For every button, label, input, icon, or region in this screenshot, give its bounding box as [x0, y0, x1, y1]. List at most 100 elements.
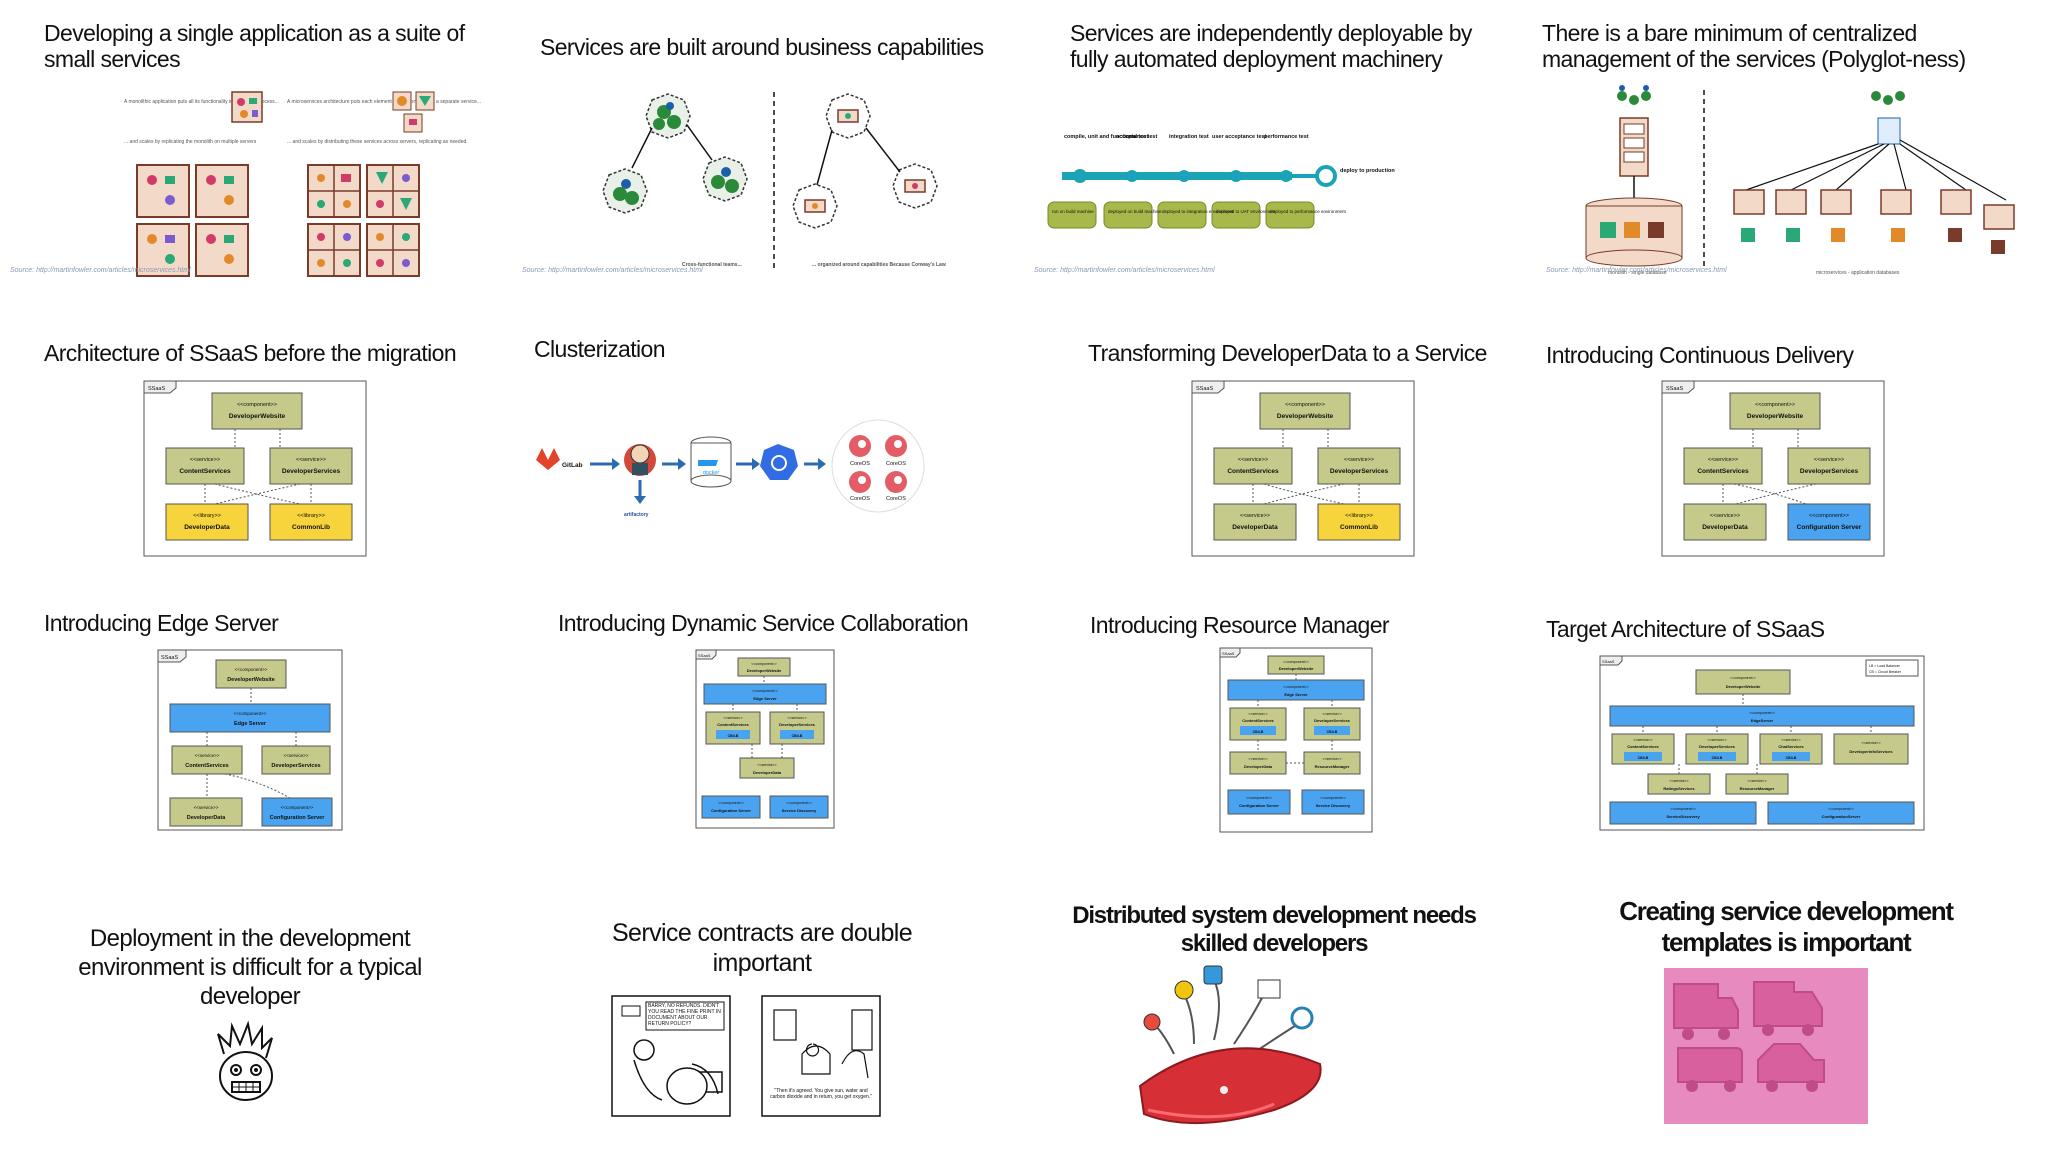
svg-text:<<component>>: <<component>>: [1749, 711, 1775, 715]
slide-title: Architecture of SSaaS before the migrati…: [44, 340, 457, 366]
devdata-service-diagram: SSaaS <<component>> DeveloperWebsite <<s…: [1191, 380, 1415, 557]
svg-text:CB/LB: CB/LB: [1638, 756, 1649, 760]
svg-text:<<library>>: <<library>>: [193, 513, 221, 519]
svg-text:DeveloperServices: DeveloperServices: [1699, 744, 1736, 749]
svg-text:SSaaS: SSaaS: [1196, 386, 1213, 392]
svg-text:RatingsServices: RatingsServices: [1663, 786, 1695, 791]
slide-title: Services are built around business capab…: [540, 34, 984, 60]
svg-text:ResourceManager: ResourceManager: [1315, 764, 1350, 769]
svg-text:<<service>>: <<service>>: [757, 763, 776, 767]
svg-text:ContentServices: ContentServices: [179, 468, 231, 475]
svg-text:SSaaS: SSaaS: [161, 655, 178, 661]
svg-text:CB/LB: CB/LB: [1327, 730, 1338, 734]
slide-source: Source: http://martinfowler.com/articles…: [1034, 267, 1215, 274]
svg-text:<<service>>: <<service>>: [1708, 457, 1738, 463]
deploy-production-label: deploy to production: [1340, 168, 1395, 174]
target-architecture-diagram: SSaaS LB = Load Balancer CB = Circuit Br…: [1599, 655, 1925, 831]
svg-text:<<service>>: <<service>>: [1814, 457, 1844, 463]
dynamic-collab-diagram: SSaaS <<component>> DeveloperWebsite <<c…: [695, 649, 835, 829]
slide-title: There is a bare minimum of centralized m…: [1542, 20, 1966, 72]
svg-text:<<component>>: <<component>>: [1809, 513, 1849, 519]
slide-title: Services are independently deployable by…: [1070, 20, 1472, 72]
slide-title: Introducing Dynamic Service Collaboratio…: [558, 610, 969, 636]
coreos-icon: [849, 435, 907, 493]
edge-server-diagram: SSaaS <<component>> DeveloperWebsite <<c…: [157, 649, 343, 831]
slide-continuous-delivery: Introducing Continuous Delivery SSaaS <<…: [1536, 288, 2048, 576]
svg-text:<<component>>: <<component>>: [234, 711, 267, 716]
slide-service-templates: Creating service development templates i…: [1536, 864, 2048, 1152]
slide-edge-server: Introducing Edge Server SSaaS <<componen…: [0, 576, 512, 864]
slide-devdata-service: Transforming DeveloperData to a Service …: [1024, 288, 1536, 576]
svg-text:<<component>>: <<component>>: [235, 667, 268, 672]
svg-text:<<component>>: <<component>>: [718, 801, 744, 805]
svg-text:<<service>>: <<service>>: [284, 753, 309, 758]
slide-dynamic-collaboration: Introducing Dynamic Service Collaboratio…: [512, 576, 1024, 864]
svg-text:<<component>>: <<component>>: [751, 662, 777, 666]
teams-capabilities-diagram: Cross-functional teams... ... organized …: [602, 92, 946, 270]
svg-text:CB = Circuit Breaker: CB = Circuit Breaker: [1869, 670, 1902, 674]
svg-text:<<component>>: <<component>>: [1828, 807, 1854, 811]
env-box-1: run on build machine: [1052, 209, 1094, 214]
contract-comics: BARRY, NO REFUNDS. DIDN'T YOU READ THE F…: [611, 995, 881, 1117]
svg-text:<<service>>: <<service>>: [1710, 513, 1740, 519]
slide-title: Target Architecture of SSaaS: [1546, 616, 1825, 642]
env-box-5: deployed to performance environment: [1270, 209, 1347, 214]
monolith-vs-microservices-diagram: A monolithic application puts all its fu…: [124, 91, 481, 277]
svg-text:DeveloperServices: DeveloperServices: [1800, 468, 1859, 475]
caption-left: Cross-functional teams...: [682, 262, 742, 268]
svg-text:CommonLib: CommonLib: [292, 524, 330, 531]
stage-label-3: integration test: [1169, 134, 1209, 140]
svg-text:ContentServices: ContentServices: [185, 763, 228, 769]
slide-title: Transforming DeveloperData to a Service: [1088, 340, 1487, 366]
svg-text:<<library>>: <<library>>: [297, 513, 325, 519]
svg-text:SSaaS: SSaaS: [1222, 651, 1235, 656]
svg-text:<<service>>: <<service>>: [1240, 513, 1270, 519]
svg-text:DeveloperServices: DeveloperServices: [282, 468, 341, 475]
svg-text:<<service>>: <<service>>: [1781, 738, 1800, 742]
svg-text:CoreOS: CoreOS: [886, 496, 906, 502]
slide-title: Introducing Resource Manager: [1090, 612, 1390, 638]
svg-text:<<component>>: <<component>>: [1283, 685, 1309, 689]
svg-text:SSaaS: SSaaS: [1666, 386, 1683, 392]
micro-caption: A microservices architecture puts each e…: [287, 99, 481, 105]
gitlab-icon: [536, 448, 560, 470]
svg-text:LB = Load Balancer: LB = Load Balancer: [1869, 664, 1901, 668]
svg-text:Edge Server: Edge Server: [753, 696, 777, 701]
slide-title: Creating service development templates i…: [1619, 896, 1954, 957]
svg-text:Configuration Server: Configuration Server: [1797, 524, 1862, 531]
svg-text:SSaaS: SSaaS: [1602, 659, 1615, 664]
svg-text:ContentServices: ContentServices: [1242, 718, 1274, 723]
stage-label-4: user acceptance test: [1212, 134, 1267, 140]
slide-business-capabilities: Services are built around business capab…: [512, 0, 1024, 288]
svg-text:<<library>>: <<library>>: [1345, 513, 1373, 519]
slide-title: Service contracts are double important: [611, 919, 913, 977]
slide-service-contracts: Service contracts are double important B…: [512, 864, 1024, 1152]
kubernetes-icon: [760, 444, 798, 480]
deployment-pipeline: compile, unit and functional test accept…: [1047, 134, 1395, 229]
svg-text:CoreOS: CoreOS: [850, 461, 870, 467]
monolith-db-caption: monolith - single database: [1608, 270, 1667, 276]
svg-text:<<component>>: <<component>>: [1246, 796, 1272, 800]
svg-text:ContentServices: ContentServices: [1697, 468, 1749, 475]
svg-text:DeveloperWebsite: DeveloperWebsite: [227, 677, 275, 683]
svg-text:DeveloperServices: DeveloperServices: [779, 722, 816, 727]
svg-text:ChatServices: ChatServices: [1778, 744, 1804, 749]
svg-text:<<service>>: <<service>>: [1248, 712, 1267, 716]
svg-text:DeveloperData: DeveloperData: [1244, 764, 1273, 769]
svg-text:<<component>>: <<component>>: [237, 402, 277, 408]
caption-right: ... organized around capabilities Becaus…: [812, 262, 946, 268]
svg-text:DeveloperServices: DeveloperServices: [1314, 718, 1351, 723]
svg-text:<<service>>: <<service>>: [1633, 738, 1652, 742]
svg-text:DeveloperWebsite: DeveloperWebsite: [1279, 666, 1314, 671]
slide-resource-manager: Introducing Resource Manager SSaaS <<com…: [1024, 576, 1536, 864]
slide-deployment-difficult: Deployment in the development environmen…: [0, 864, 512, 1152]
svg-text:<<component>>: <<component>>: [786, 801, 812, 805]
svg-text:DeveloperData: DeveloperData: [184, 524, 230, 531]
comic-1-speech: BARRY, NO REFUNDS. DIDN'T YOU READ THE F…: [648, 1003, 721, 1027]
svg-text:DeveloperWebsite: DeveloperWebsite: [229, 413, 286, 420]
svg-text:<<component>>: <<component>>: [752, 689, 778, 693]
monolith-scale-caption: ... and scales by replicating the monoli…: [124, 139, 257, 145]
slide-clusterization: Clusterization GitLab artifactory docker…: [512, 288, 1024, 576]
svg-text:Configuration Server: Configuration Server: [1239, 803, 1279, 808]
svg-text:<<service>>: <<service>>: [1861, 741, 1880, 745]
